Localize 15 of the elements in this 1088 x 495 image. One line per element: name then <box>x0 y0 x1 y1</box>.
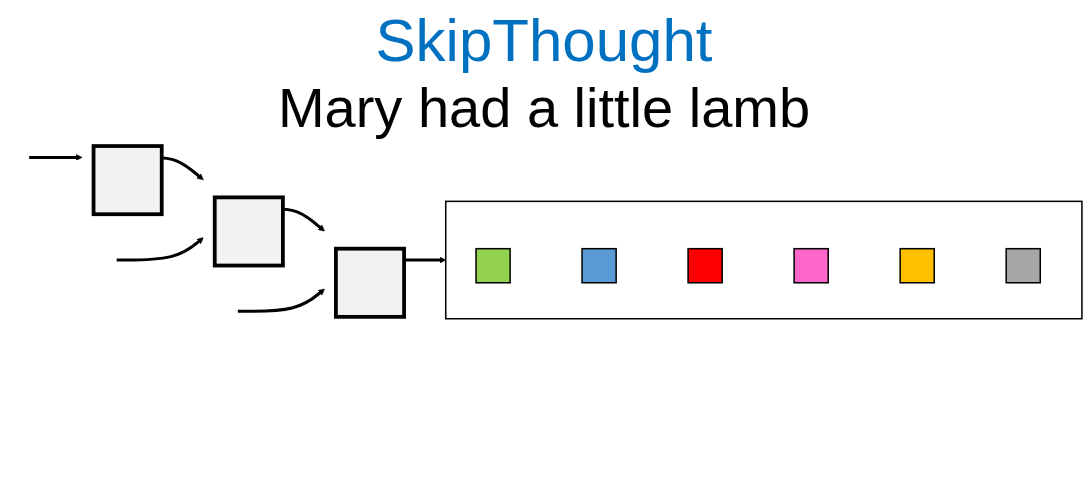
sentence-text: Mary had a little lamb <box>276 75 812 140</box>
node-box <box>212 195 285 268</box>
node-box <box>334 246 406 319</box>
node-box <box>581 247 617 284</box>
node-box <box>1005 247 1041 284</box>
arrow <box>237 288 325 313</box>
title: SkipThought <box>374 6 714 75</box>
node-box <box>687 247 723 284</box>
arrow <box>116 237 204 262</box>
node-box <box>899 247 935 284</box>
node-box <box>91 144 164 217</box>
arrow <box>29 154 83 161</box>
node-box <box>793 247 829 284</box>
node-box <box>475 247 511 284</box>
cluster <box>444 200 1083 320</box>
